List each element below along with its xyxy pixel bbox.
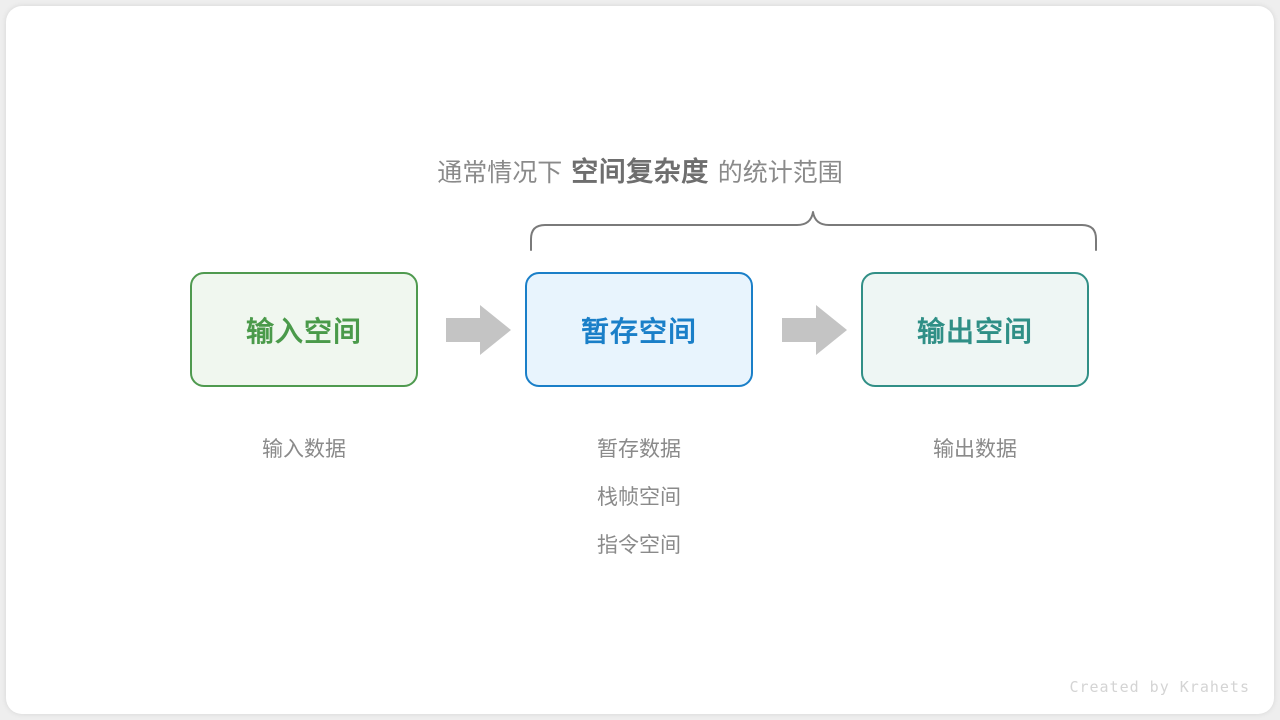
box-output-space[interactable]: 输出空间 <box>861 272 1089 387</box>
caption-item: 暂存数据 <box>597 438 681 461</box>
box-temp-space[interactable]: 暂存空间 <box>525 272 753 387</box>
watermark-credit: Created by Krahets <box>1069 678 1250 696</box>
heading-emphasis: 空间复杂度 <box>571 157 709 187</box>
arrow-input-to-temp <box>446 304 512 356</box>
slide-card: 通常情况下空间复杂度的统计范围 输入空间 暂存空间 输出空间 输入数据 暂存数据… <box>6 6 1274 714</box>
box-temp-space-label: 暂存空间 <box>580 315 697 347</box>
box-output-space-label: 输出空间 <box>916 315 1033 347</box>
arrow-temp-to-output <box>782 304 848 356</box>
caption-item: 输入数据 <box>262 438 346 461</box>
right-block-arrow-icon <box>446 305 511 355</box>
brace-container <box>6 204 1274 254</box>
captions-temp-space: 暂存数据 栈帧空间 指令空间 <box>525 426 753 570</box>
heading-suffix: 的统计范围 <box>717 159 843 187</box>
box-input-space[interactable]: 输入空间 <box>190 272 418 387</box>
right-block-arrow-icon <box>782 305 847 355</box>
curly-brace-icon <box>530 211 1097 251</box>
caption-item: 指令空间 <box>597 534 681 557</box>
box-input-space-label: 输入空间 <box>245 315 362 347</box>
captions-input-space: 输入数据 <box>190 426 418 474</box>
caption-item: 栈帧空间 <box>597 486 681 509</box>
heading-prefix: 通常情况下 <box>437 159 563 187</box>
captions-output-space: 输出数据 <box>861 426 1089 474</box>
page-title: 通常情况下空间复杂度的统计范围 <box>6 152 1274 193</box>
caption-item: 输出数据 <box>933 438 1017 461</box>
